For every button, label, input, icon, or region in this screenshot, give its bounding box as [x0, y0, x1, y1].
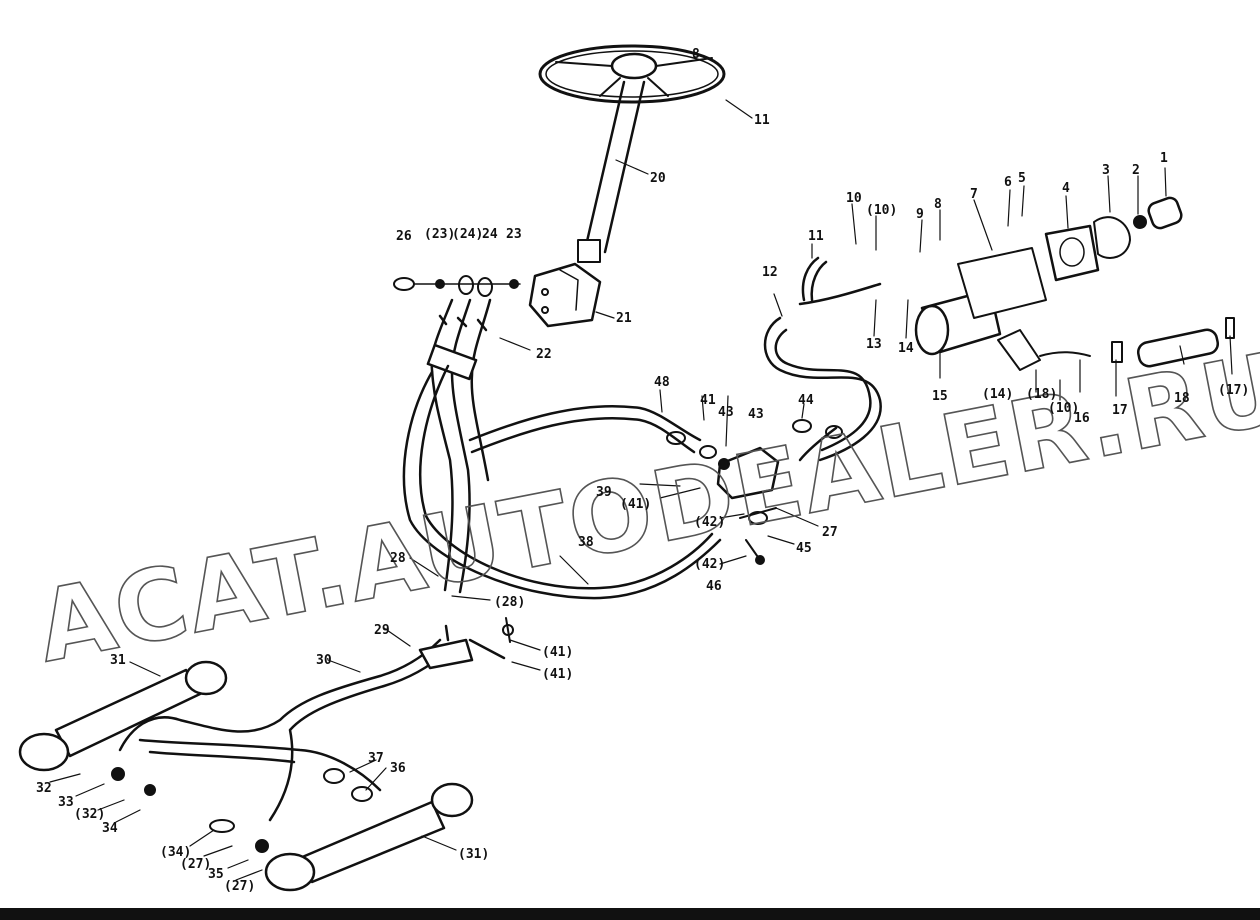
- callout-label: 23: [506, 227, 522, 242]
- callout-label: 4: [1062, 181, 1070, 196]
- callout-label: (17): [1218, 383, 1249, 398]
- leader-lines: [49, 99, 1233, 881]
- callout-label: 7: [970, 187, 978, 202]
- hydraulic-pump-assembly: [914, 196, 1183, 371]
- callout-label: 43: [718, 405, 734, 420]
- callout-label: 24: [482, 227, 498, 242]
- callout-label: 27: [822, 525, 838, 540]
- callout-label: (28): [494, 595, 525, 610]
- callout-label: (41): [620, 497, 651, 512]
- callout-label: 9: [916, 207, 924, 222]
- callout-label: (42): [694, 515, 725, 530]
- callout-label: 46: [706, 579, 722, 594]
- callout-label: (18): [1026, 387, 1057, 402]
- callout-label: (42): [694, 557, 725, 572]
- callout-label: (14): [982, 387, 1013, 402]
- callout-label: 38: [578, 535, 594, 550]
- callout-label: 11: [754, 113, 770, 128]
- callout-label: 34: [102, 821, 118, 836]
- callout-label: 44: [798, 393, 814, 408]
- callout-label: 48: [654, 375, 670, 390]
- callout-label: 8: [934, 197, 942, 212]
- callout-label: 8: [692, 47, 700, 62]
- pump-lines: [763, 256, 882, 462]
- callout-label: 45: [796, 541, 812, 556]
- callout-label: 22: [536, 347, 552, 362]
- callout-label: 14: [898, 341, 914, 356]
- callout-label: 13: [866, 337, 882, 352]
- callout-label: (41): [542, 667, 573, 682]
- callout-label: 26: [396, 229, 412, 244]
- callout-label: (34): [160, 845, 191, 860]
- callout-label: 3: [1102, 163, 1110, 178]
- callout-label: 15: [932, 389, 948, 404]
- callout-label: 12: [762, 265, 778, 280]
- steering-column: [577, 80, 646, 263]
- callout-label: 5: [1018, 171, 1026, 186]
- rear-axle-lines: [118, 624, 506, 822]
- steering-wheel: [538, 44, 726, 104]
- callout-label: 32: [36, 781, 52, 796]
- callout-label: 29: [374, 623, 390, 638]
- callout-label: 28: [390, 551, 406, 566]
- steering-control-valve: [528, 262, 602, 328]
- steering-cylinder-left: [18, 660, 228, 772]
- callout-label: 21: [616, 311, 632, 326]
- callout-label: (32): [74, 807, 105, 822]
- callout-label: 39: [596, 485, 612, 500]
- callout-label: (27): [224, 879, 255, 894]
- main-hydraulic-line: [402, 364, 722, 600]
- steering-cylinder-right: [264, 782, 474, 892]
- callout-label: 37: [368, 751, 384, 766]
- callout-label: (41): [542, 645, 573, 660]
- callout-label: (23): [424, 227, 455, 242]
- callout-label: 11: [808, 229, 824, 244]
- callout-label: 30: [316, 653, 332, 668]
- callout-label: (24): [452, 227, 483, 242]
- callout-label: 10: [846, 191, 862, 206]
- callout-label: (31): [458, 847, 489, 862]
- callout-label: 31: [110, 653, 126, 668]
- callout-label: 20: [650, 171, 666, 186]
- callout-labels: 1 2 3 4 5 6 7 8 9 10 (10) 8 11 20 11 12 …: [36, 47, 1249, 894]
- callout-label: 35: [208, 867, 224, 882]
- bottom-border-bar: [0, 908, 1260, 920]
- callout-label: 17: [1112, 403, 1128, 418]
- valve-hose-bundle: [426, 298, 492, 594]
- lower-fittings: [111, 617, 514, 853]
- callout-label: 18: [1174, 391, 1190, 406]
- callout-label: 36: [390, 761, 406, 776]
- callout-label: (10): [866, 203, 897, 218]
- valve-fittings-row: [393, 275, 521, 297]
- callout-label: 33: [58, 795, 74, 810]
- callout-label: 6: [1004, 175, 1012, 190]
- filter-canister: [1111, 317, 1235, 368]
- callout-label: 2: [1132, 163, 1140, 178]
- callout-label: 1: [1160, 151, 1168, 166]
- callout-label: 41: [700, 393, 716, 408]
- priority-valve-block: [666, 419, 843, 565]
- callout-label: (27): [180, 857, 211, 872]
- callout-label: 43: [748, 407, 764, 422]
- callout-label: (10): [1048, 401, 1079, 416]
- callout-label: 16: [1074, 411, 1090, 426]
